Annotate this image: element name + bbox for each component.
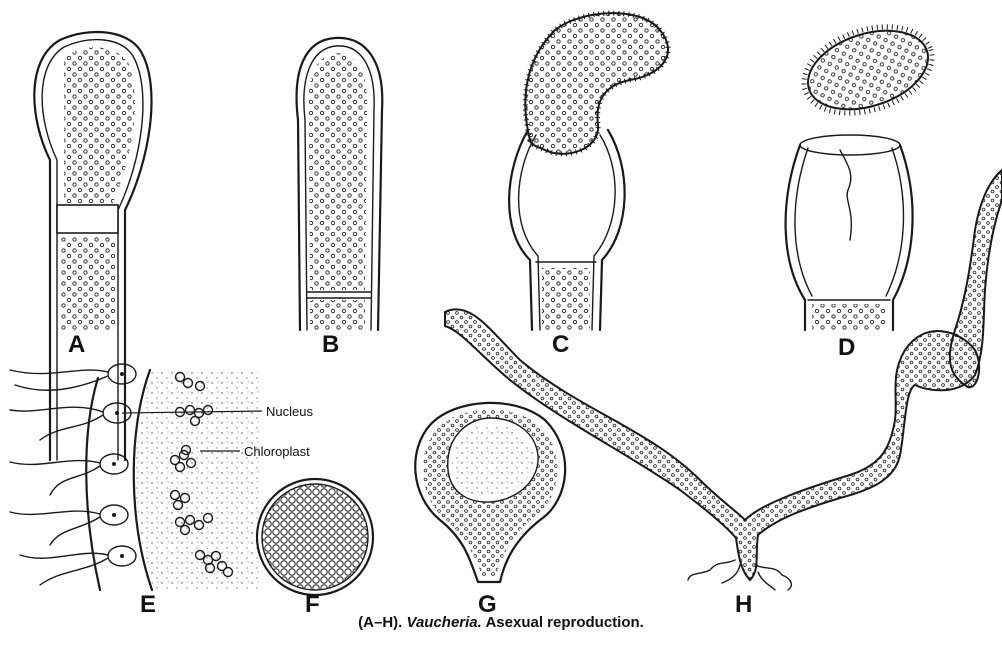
figure-caption: (A–H). Vaucheria. Asexual reproduction. xyxy=(0,614,1002,631)
panel-label-b: B xyxy=(322,331,339,358)
panel-e-drawing xyxy=(10,364,262,590)
panel-c-drawing xyxy=(509,13,668,330)
caption-text: Asexual reproduction. xyxy=(485,614,643,631)
panel-d-drawing xyxy=(786,12,944,330)
nucleus-callout: Nucleus xyxy=(266,404,313,419)
panel-g-drawing xyxy=(415,403,565,582)
caption-genus: Vaucheria. xyxy=(407,614,482,631)
panel-b-drawing xyxy=(297,38,383,330)
panel-label-a: A xyxy=(68,331,85,358)
panel-label-d: D xyxy=(838,334,855,361)
panel-label-c: C xyxy=(552,331,569,358)
chloroplast-callout: Chloroplast xyxy=(244,444,310,459)
caption-prefix: (A–H). xyxy=(358,614,402,631)
panel-f-drawing xyxy=(257,479,373,595)
panel-h-drawing xyxy=(445,170,1002,590)
